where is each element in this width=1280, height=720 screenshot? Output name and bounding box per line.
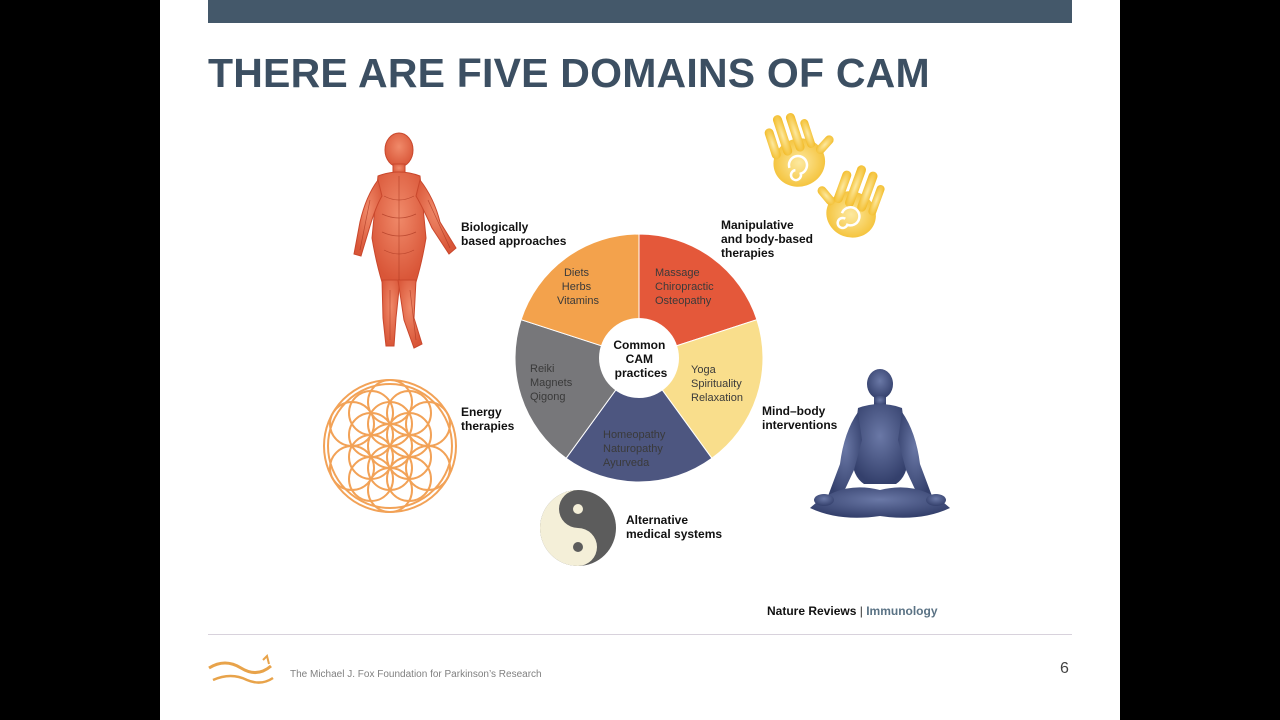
center-label: Common CAM practices: [613, 338, 668, 380]
wheel-center: [599, 318, 679, 398]
domain-label-energy: Energy therapies: [461, 405, 515, 433]
yin-yang-icon: [540, 490, 616, 566]
citation-journal: Nature Reviews: [767, 604, 857, 618]
slide-title: THERE ARE FIVE DOMAINS OF CAM: [208, 50, 930, 96]
header-bar: [208, 0, 1072, 23]
hands-icon: [764, 113, 885, 238]
citation-separator: |: [859, 604, 863, 618]
human-body-icon: [353, 132, 457, 349]
cam-domains-diagram: Common CAM practices Diets Herbs Vitamin…: [323, 113, 950, 566]
flower-of-life-icon: [323, 379, 457, 513]
segment-manipulative-items: Massage Chiropractic Osteopathy: [655, 267, 717, 307]
figure-citation: Nature Reviews | Immunology: [767, 604, 938, 618]
segment-biological-items: Diets Herbs Vitamins: [557, 267, 599, 307]
citation-subject: Immunology: [866, 604, 938, 618]
slide: THERE ARE FIVE DOMAINS OF CAM: [160, 0, 1120, 720]
wheel-segment-energy: [520, 233, 640, 359]
segment-alternative-items: Homeopathy Naturopathy Ayurveda: [603, 429, 668, 469]
segment-mindbody-items: Yoga Spirituality Relaxation: [691, 364, 745, 404]
domain-label-mindbody: Mind–body interventions: [762, 404, 838, 432]
meditation-figure-icon: [810, 369, 950, 518]
foundation-logo-icon: [208, 654, 274, 684]
domain-label-alternative: Alternative medical systems: [626, 513, 722, 541]
page-number: 6: [1060, 660, 1069, 677]
domain-label-biological: Biologically based approaches: [461, 220, 567, 248]
segment-energy-items: Reiki Magnets Qigong: [530, 363, 575, 403]
footer-organization: The Michael J. Fox Foundation for Parkin…: [290, 669, 542, 680]
domain-label-manipulative: Manipulative and body-based therapies: [721, 218, 816, 260]
wheel-segment-mind-body: [565, 357, 713, 483]
wheel-segment-biologically-based: [638, 233, 758, 359]
footer-divider: [208, 634, 1072, 635]
